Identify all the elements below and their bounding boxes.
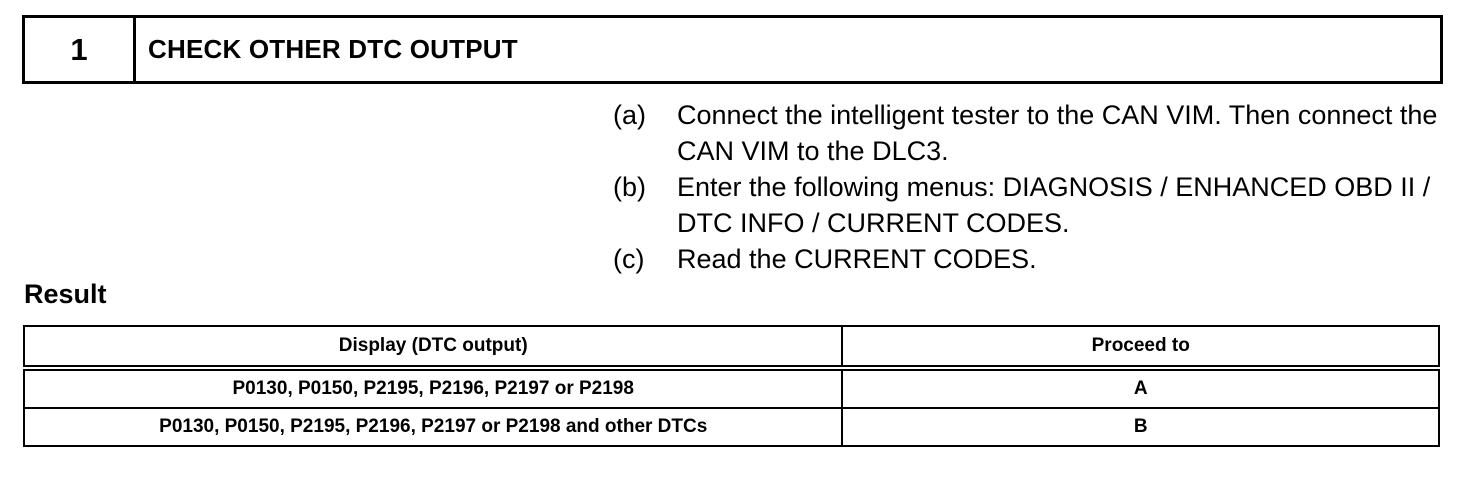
instruction-item: (b) Enter the following menus: DIAGNOSIS… (613, 169, 1443, 241)
instruction-marker: (b) (613, 172, 646, 202)
column-header-display: Display (DTC output) (22, 325, 844, 371)
step-header: 1 CHECK OTHER DTC OUTPUT (22, 15, 1443, 84)
table-row: P0130, P0150, P2195, P2196, P2197 or P21… (22, 367, 1440, 409)
instruction-list: (a) Connect the intelligent tester to th… (613, 97, 1443, 277)
instruction-text: Connect the intelligent tester to the CA… (677, 100, 1438, 166)
column-header-proceed: Proceed to (841, 325, 1440, 371)
step-title: CHECK OTHER DTC OUTPUT (148, 34, 518, 64)
instruction-marker: (c) (613, 244, 645, 274)
table-row: P0130, P0150, P2195, P2196, P2197 or P21… (22, 407, 1440, 447)
step-number: 1 (25, 18, 136, 81)
instruction-item: (c) Read the CURRENT CODES. (613, 241, 1443, 277)
instruction-text: Enter the following menus: DIAGNOSIS / E… (677, 172, 1431, 238)
result-heading: Result (24, 279, 107, 309)
display-cell: P0130, P0150, P2195, P2196, P2197 or P21… (22, 407, 844, 447)
instruction-marker: (a) (613, 100, 646, 130)
result-table: Display (DTC output) Proceed to P0130, P… (22, 325, 1440, 447)
display-cell: P0130, P0150, P2195, P2196, P2197 or P21… (22, 367, 844, 409)
table-header-row: Display (DTC output) Proceed to (22, 325, 1440, 371)
proceed-cell: A (841, 367, 1440, 409)
instruction-text: Read the CURRENT CODES. (677, 244, 1037, 274)
instruction-item: (a) Connect the intelligent tester to th… (613, 97, 1443, 169)
proceed-cell: B (841, 407, 1440, 447)
